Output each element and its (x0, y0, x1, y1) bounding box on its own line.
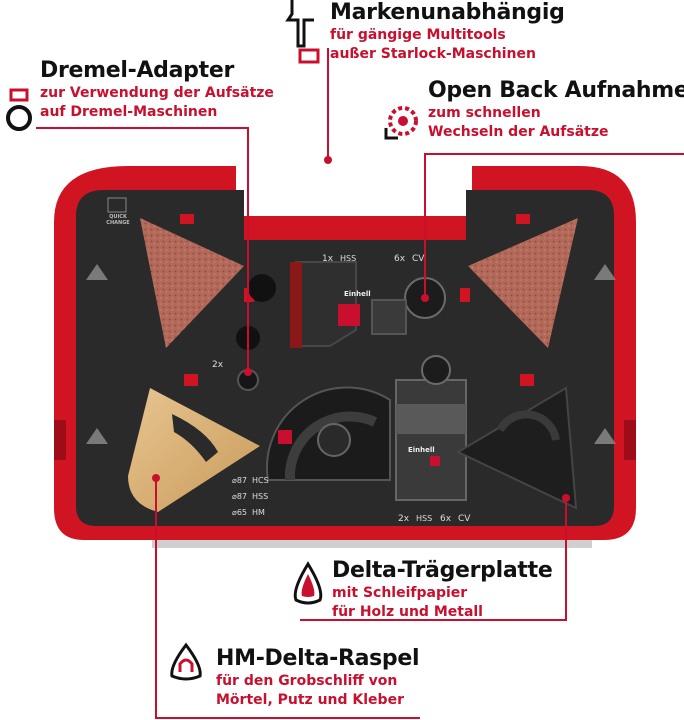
case-label-6x-bottom: 6x (440, 514, 452, 524)
case-label-cv-bottom: CV (458, 514, 471, 524)
open-back-blade-icon (382, 104, 420, 142)
case-label-d87-hcs: ⌀87 (232, 476, 247, 485)
callout-subtitle-line2: Mörtel, Putz und Kleber (216, 692, 404, 708)
delta-marker-right (594, 428, 616, 444)
callout-subtitle-line1: zum schnellen (428, 105, 541, 121)
callout-subtitle-line1: zur Verwendung der Aufsätze (40, 85, 274, 101)
multitool-icon (284, 0, 320, 66)
callout-title: Markenunabhängig (330, 0, 565, 25)
leader-delta (300, 498, 567, 621)
sanding-triangle-marker-left (86, 264, 108, 280)
leader-dremel (36, 127, 249, 372)
sanding-sheet-top-right (468, 218, 578, 348)
callout-title: Dremel-Adapter (40, 58, 235, 83)
case-label-d65: ⌀65 (232, 508, 247, 517)
case-label-hcs: HCS (252, 476, 269, 485)
case-label-2x-bottom: 2x (398, 514, 410, 524)
rasp-icon (166, 642, 206, 682)
case-label-d87-hss: ⌀87 (232, 492, 247, 501)
case-label-hss-top: HSS (340, 254, 357, 263)
callout-hm-delta-raspel: HM-Delta-Raspel für den Grobschliff von … (216, 646, 420, 710)
callout-subtitle-line1: für gängige Multitools (330, 27, 506, 43)
sanding-triangle-marker-right (594, 264, 616, 280)
callout-subtitle-line2: außer Starlock-Maschinen (330, 46, 536, 62)
callout-subtitle-line2: auf Dremel-Maschinen (40, 104, 218, 120)
leader-openback (424, 153, 684, 298)
callout-delta-traegerplatte: Delta-Trägerplatte mit Schleifpapier für… (332, 558, 553, 622)
callout-subtitle-line1: für den Grobschliff von (216, 673, 398, 689)
sanding-pad-icon (290, 560, 326, 606)
case-label-hss-bim: HSS (252, 492, 269, 501)
callout-title: HM-Delta-Raspel (216, 646, 420, 671)
brand-label-plunge-blade: Einhell (408, 446, 435, 454)
callout-subtitle-line2: Wechseln der Aufsätze (428, 124, 609, 140)
case-label-2x-left: 2x (212, 360, 224, 370)
latch-right (624, 420, 636, 460)
callout-title: Open Back Aufnahme (428, 78, 684, 103)
quick-change-badge (107, 197, 127, 213)
callout-subtitle-line1: mit Schleifpapier (332, 585, 468, 601)
case-label-cv-top: CV (412, 254, 425, 264)
case-label-hm-tc: HM (252, 508, 265, 517)
callout-title: Delta-Trägerplatte (332, 558, 553, 583)
callout-open-back: Open Back Aufnahme zum schnellen Wechsel… (428, 78, 684, 142)
plunge-cut-blade (395, 379, 467, 501)
callout-markenunabhaengig: Markenunabhängig für gängige Multitools … (330, 0, 565, 64)
adapter-ring-icon (4, 88, 34, 134)
callout-dremel-adapter: Dremel-Adapter zur Verwendung der Aufsät… (40, 58, 274, 122)
latch-left (54, 420, 66, 460)
case-label-quick-change: QUICK CHANGE (106, 214, 130, 226)
leader-hmdelta (155, 478, 420, 719)
case-handle-opening (250, 182, 460, 212)
case-bottom-lip (152, 540, 592, 548)
sanding-sheet-top-left (140, 218, 244, 348)
case-label-hss-bottom: HSS (416, 514, 433, 523)
delta-marker-left (86, 428, 108, 444)
case-label-6x-top: 6x (394, 254, 406, 264)
hm-delta-rasp (128, 388, 260, 512)
case-label-1x: 1x (322, 254, 334, 264)
brand-label-segment-blade: Einhell (344, 290, 371, 298)
callout-subtitle-line2: für Holz und Metall (332, 604, 483, 620)
